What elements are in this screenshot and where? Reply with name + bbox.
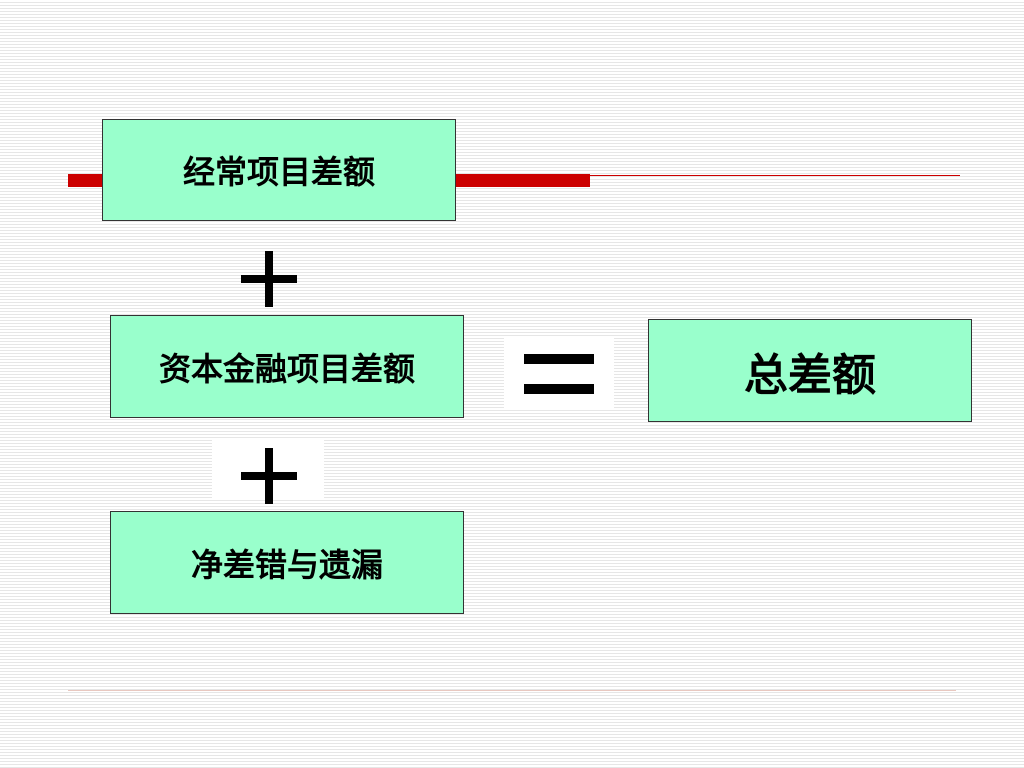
title-accent-line	[590, 175, 960, 176]
operator-backdrop	[504, 338, 614, 408]
plus-icon	[241, 251, 297, 307]
capital-financial-balance-label: 资本金融项目差额	[158, 349, 415, 388]
total-balance-label: 总差额	[744, 349, 876, 401]
current-account-balance-box: 经常项目差额	[102, 119, 456, 221]
net-errors-omissions-box: 净差错与遗漏	[110, 511, 464, 614]
total-balance-box: 总差额	[648, 319, 972, 422]
footer-divider	[68, 690, 956, 691]
net-errors-omissions-label: 净差错与遗漏	[190, 545, 383, 584]
capital-financial-balance-box: 资本金融项目差额	[110, 315, 464, 418]
title-accent-bar-right	[455, 174, 590, 187]
equals-icon	[524, 350, 594, 396]
plus-icon	[241, 448, 297, 504]
current-account-balance-label: 经常项目差额	[182, 153, 375, 191]
title-accent-bar-left	[68, 174, 104, 187]
